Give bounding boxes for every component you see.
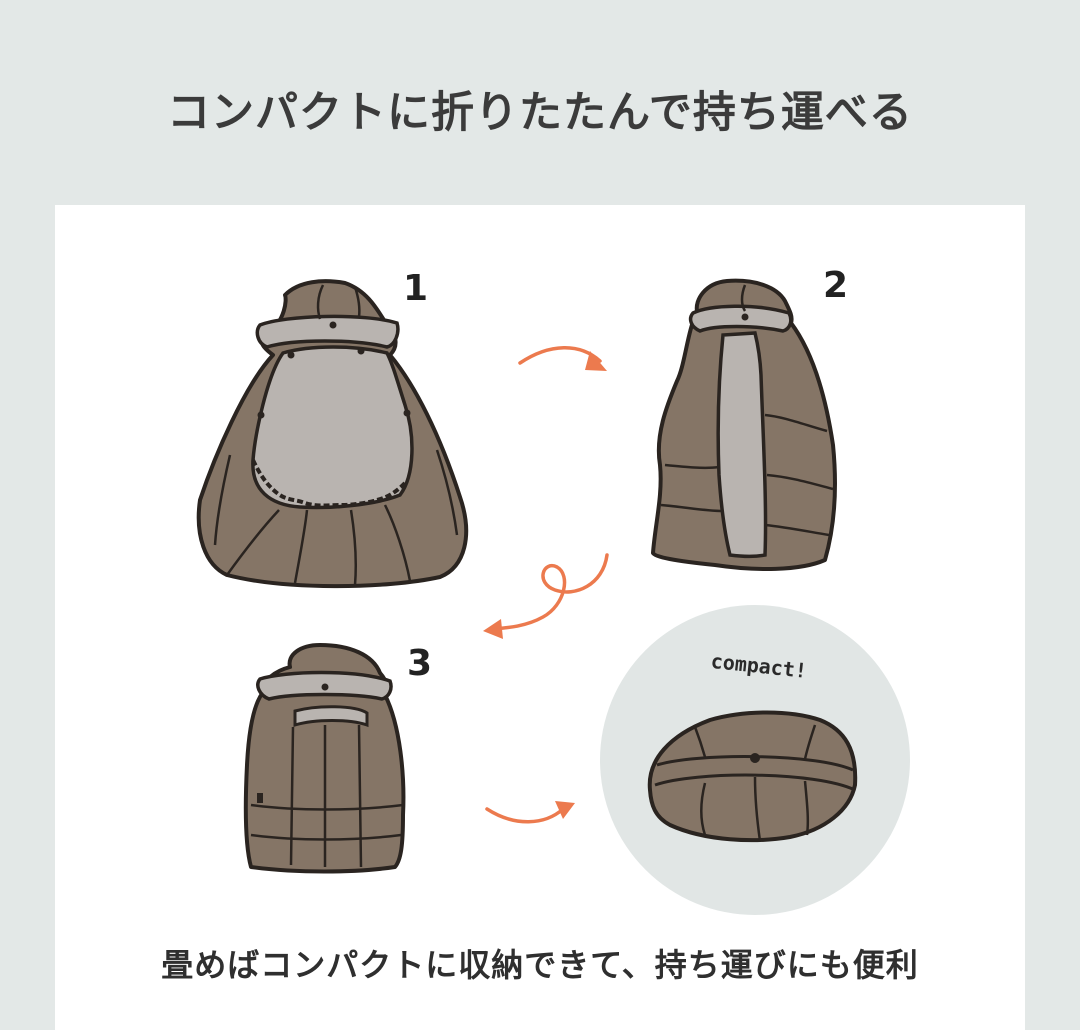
arrow-1-to-2 [518, 346, 607, 371]
arrow-2-to-3 [483, 553, 609, 639]
folding-steps-illustration: 1 2 [196, 265, 910, 915]
step-1-number: 1 [403, 268, 428, 309]
step-2-cover-illustration [651, 278, 837, 571]
step-2-number: 2 [823, 265, 848, 306]
caption: 畳めばコンパクトに収納できて、持ち運びにも便利 [161, 946, 919, 984]
step-3-number: 3 [407, 643, 432, 684]
compact-result-circle [600, 605, 910, 915]
step-3-cover-illustration [243, 643, 406, 874]
step-1-cover-illustration [196, 279, 469, 589]
arrow-3-to-compact [485, 801, 575, 824]
illustration-card: 1 2 [55, 205, 1025, 1030]
page-title: コンパクトに折りたたんで持ち運べる [167, 88, 913, 138]
